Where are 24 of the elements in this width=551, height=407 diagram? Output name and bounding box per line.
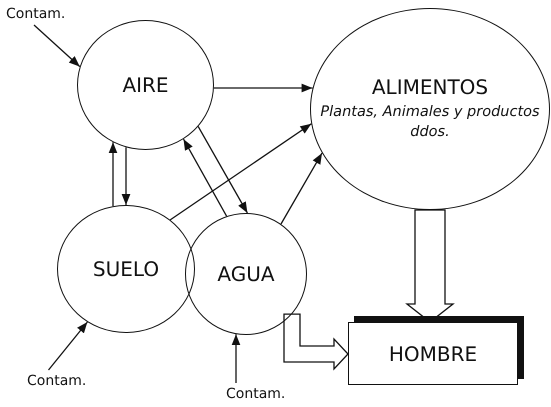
ellipse-node [310,8,550,210]
hollow-arrow [283,313,349,371]
node-caption: Plantas, Animales y productos ddos. [319,103,541,142]
source-label: Contam. [226,386,286,402]
arrow [108,142,118,206]
arrow [34,24,80,68]
arrow [280,152,323,224]
arrow [198,126,248,214]
arrow [232,334,240,383]
node-label: AGUA [217,262,275,286]
source-label: Contam. [6,6,66,22]
arrow [48,322,88,370]
node-label: HOMBRE [388,342,478,366]
ellipse-node [57,205,195,333]
node-label: SUELO [92,257,160,281]
arrow [170,123,312,220]
arrow [182,138,228,217]
arrow [122,147,130,205]
ellipse-node [77,20,214,150]
arrow [214,84,313,92]
node-label: ALIMENTOS [372,75,488,100]
source-label: Contam. [27,373,86,389]
node-label: AIRE [122,73,169,97]
ellipse-node [185,213,307,335]
